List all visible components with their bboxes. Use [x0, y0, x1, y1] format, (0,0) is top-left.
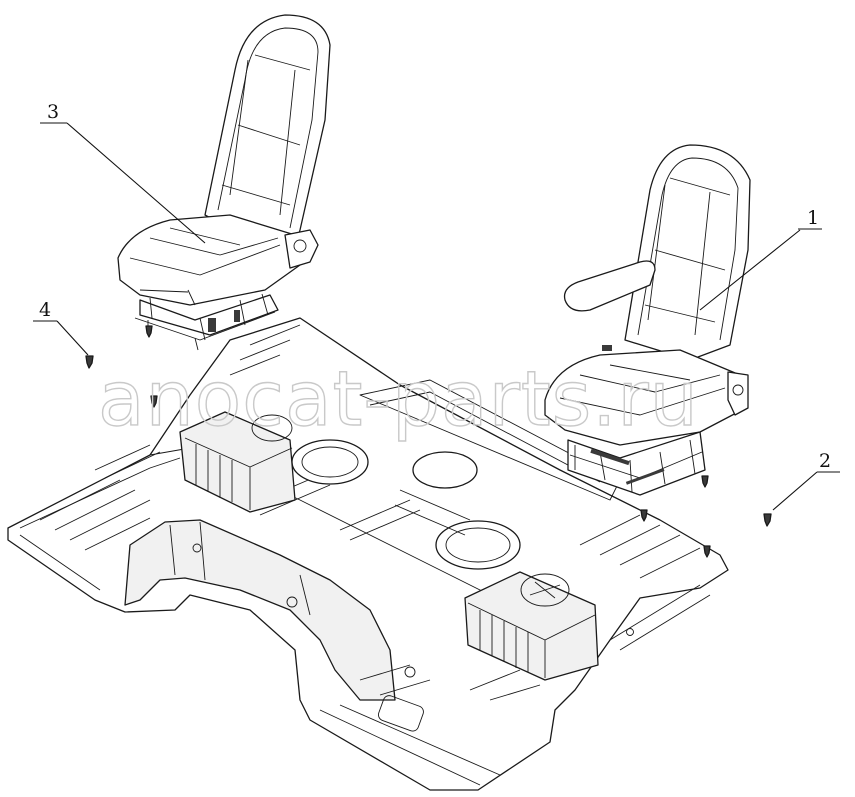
right-seat: [544, 144, 751, 496]
callout-4: 4: [33, 299, 89, 356]
callout-1: 1: [699, 207, 822, 311]
bolt-left: [85, 325, 158, 408]
left-seat: [117, 14, 331, 351]
callout-label-3: 3: [47, 101, 59, 123]
callout-label-2: 2: [819, 450, 831, 472]
watermark-text: anocat-parts.ru: [98, 354, 699, 443]
callout-3: 3: [40, 101, 206, 244]
bolt-right: [640, 475, 772, 558]
callout-label-4: 4: [39, 299, 51, 321]
cab-floor-panel: [7, 317, 729, 791]
callout-label-1: 1: [807, 207, 819, 229]
callout-2: 2: [772, 450, 840, 511]
